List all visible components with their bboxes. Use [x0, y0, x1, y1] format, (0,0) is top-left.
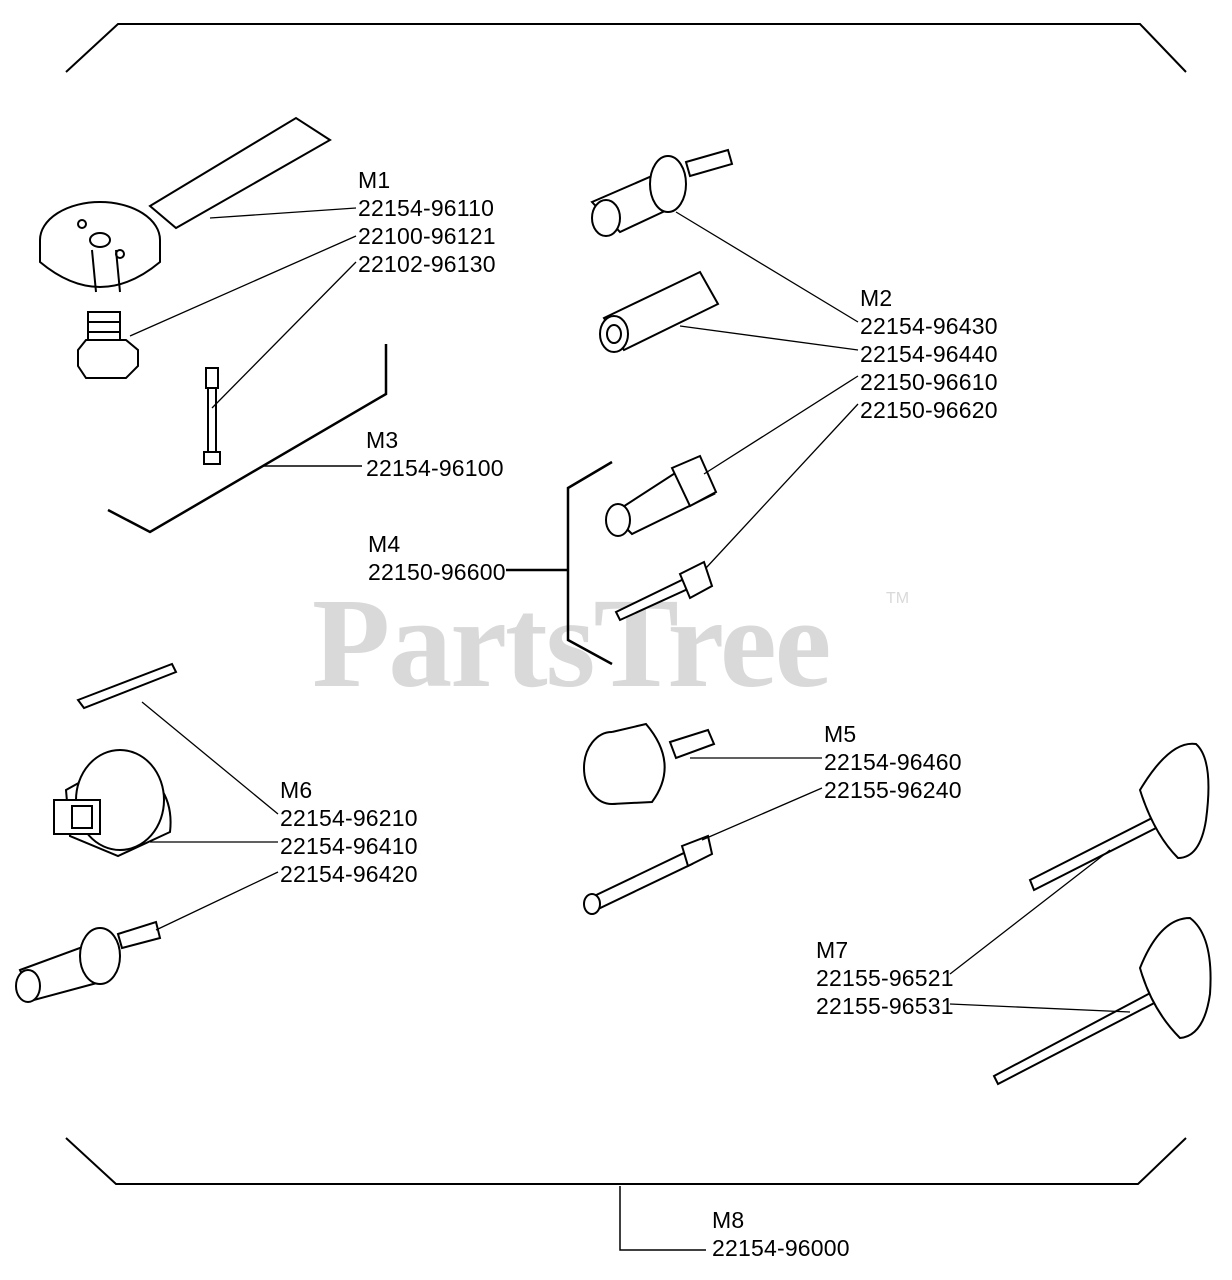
- m4-bracket: [566, 460, 613, 666]
- group-m3-label: M3 22154-96100: [366, 427, 504, 481]
- part-number: 22150-96620: [860, 397, 998, 423]
- m7-t-handle-upper: [1028, 742, 1210, 892]
- m5-rod: [583, 834, 714, 915]
- part-number: 22155-96531: [816, 993, 954, 1019]
- part-number: 22154-96430: [860, 313, 998, 339]
- m5-adapter: [583, 722, 716, 805]
- part-number: 22150-96610: [860, 369, 998, 395]
- group-m8-label: M8 22154-96000: [712, 1207, 850, 1261]
- part-number: 22154-96440: [860, 341, 998, 367]
- m6-holder: [53, 749, 172, 858]
- watermark-trademark: TM: [886, 590, 910, 607]
- leader-lines: [129, 207, 1131, 1013]
- part-number: 22154-96410: [280, 833, 418, 859]
- part-number: 22155-96240: [824, 777, 962, 803]
- part-number: 22150-96600: [368, 559, 506, 585]
- m2-screw: [614, 560, 714, 622]
- kit-outline-top: [65, 23, 1187, 73]
- part-number: 22102-96130: [358, 251, 496, 277]
- part-number: 22154-96460: [824, 749, 962, 775]
- m2-adapter: [605, 454, 718, 537]
- m8-leader: [619, 1186, 706, 1251]
- part-number: 22100-96121: [358, 223, 496, 249]
- group-m5-label: M5 22154-96460 22155-96240: [824, 721, 962, 803]
- group-m7-label: M7 22155-96521 22155-96531: [816, 937, 954, 1019]
- part-number: 22154-96420: [280, 861, 418, 887]
- m2-puller: [590, 148, 734, 237]
- kit-outline-bottom: [65, 1137, 1187, 1185]
- m2-sleeve: [599, 270, 720, 353]
- m1-spanner-wrench: [39, 116, 332, 293]
- part-number: 22154-96100: [366, 455, 504, 481]
- m6-puller: [15, 920, 162, 1003]
- group-m1-label: M1 22154-96110 22100-96121 22102-96130: [358, 167, 496, 277]
- part-number: 22154-96210: [280, 805, 418, 831]
- m6-plate: [76, 662, 178, 710]
- m1-pin: [203, 367, 221, 465]
- m1-bolt: [77, 311, 139, 379]
- group-m2-label: M2 22154-96430 22154-96440 22150-96610 2…: [860, 285, 998, 423]
- group-m4-label: M4 22150-96600: [368, 531, 506, 585]
- m3-bracket: [107, 344, 388, 534]
- m7-t-handle-lower: [992, 916, 1212, 1086]
- group-m6-label: M6 22154-96210 22154-96410 22154-96420: [280, 777, 418, 887]
- part-number: 22154-96110: [358, 195, 495, 221]
- part-number: 22154-96000: [712, 1235, 850, 1261]
- part-number: 22155-96521: [816, 965, 954, 991]
